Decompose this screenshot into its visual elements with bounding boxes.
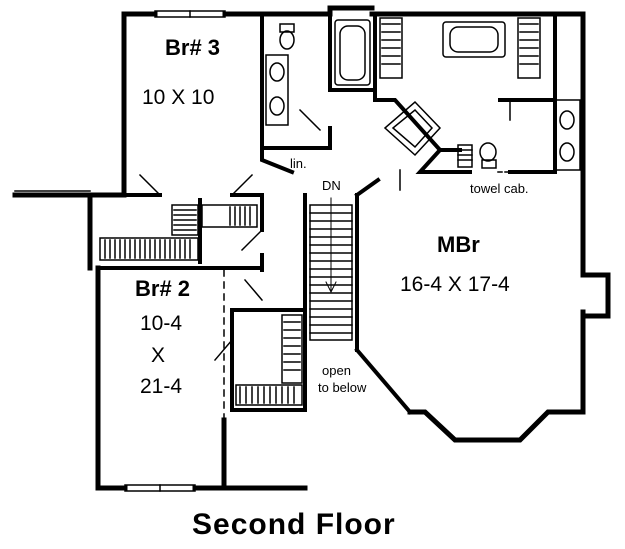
br2-dim-x: X: [151, 344, 165, 367]
interior-walls: [96, 12, 557, 415]
stair: [309, 197, 353, 341]
br2-dim-width: 10-4: [140, 312, 182, 335]
labels: Br# 3 10 X 10 Br# 2 10-4 X 21-4 MBr 16-4…: [135, 35, 529, 541]
bath-fixtures: [265, 19, 581, 173]
exterior-walls: [12, 5, 611, 491]
br2-dim-length: 21-4: [140, 375, 182, 398]
open-below-label-2: to below: [318, 380, 367, 395]
mbr-dimensions: 16-4 X 17-4: [400, 273, 510, 296]
windows: [14, 10, 226, 492]
floor-title: Second Floor: [192, 508, 396, 541]
mbr-name: MBr: [437, 232, 480, 257]
door-swings: [138, 99, 511, 362]
br2-name: Br# 2: [135, 276, 190, 301]
stair-dn-label: DN: [322, 178, 341, 193]
closet-shelves: [99, 17, 541, 406]
towel-cab-label: towel cab.: [470, 181, 529, 196]
linen-label: lin.: [290, 156, 307, 171]
br3-dimensions: 10 X 10: [142, 86, 214, 109]
open-below-label-1: open: [322, 363, 351, 378]
br3-name: Br# 3: [165, 35, 220, 60]
